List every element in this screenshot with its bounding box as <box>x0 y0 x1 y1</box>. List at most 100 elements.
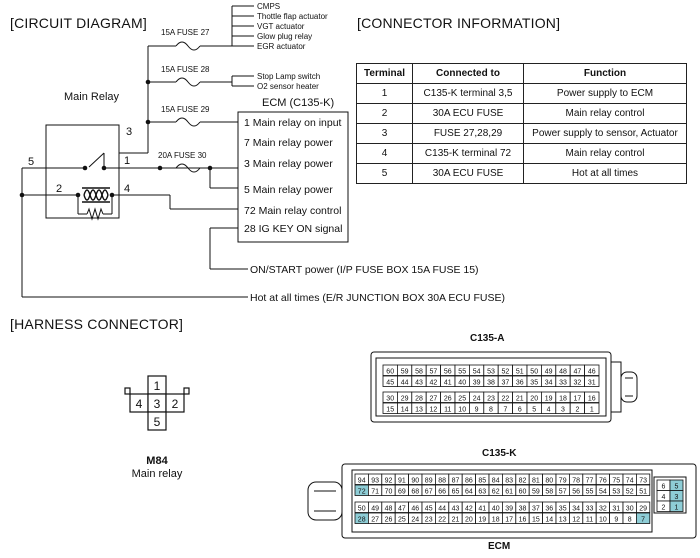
svg-text:21: 21 <box>516 395 524 402</box>
c135k-pin-54: 54 <box>595 484 611 496</box>
c135a-pin-37: 37 <box>497 375 513 387</box>
c135k-pin-66: 66 <box>434 484 450 496</box>
svg-text:36: 36 <box>516 379 524 386</box>
svg-text:26: 26 <box>385 516 393 523</box>
c135a-pin-27: 27 <box>425 391 442 403</box>
svg-text:59: 59 <box>401 368 409 375</box>
svg-text:32: 32 <box>599 505 607 512</box>
svg-text:66: 66 <box>438 488 446 495</box>
c135a-pin-39: 39 <box>469 375 485 387</box>
c135a-pin-43: 43 <box>411 375 427 387</box>
terminal-cell: 5 <box>356 163 413 184</box>
svg-text:38: 38 <box>519 505 527 512</box>
c135k-pin-42: 42 <box>461 501 476 513</box>
circuit-diagram: 15A FUSE 27 15A FUSE 28 15A FUSE 29 20A … <box>19 2 505 304</box>
c135a-pin-36: 36 <box>512 375 528 387</box>
svg-text:29: 29 <box>401 395 409 402</box>
svg-text:52: 52 <box>502 368 510 375</box>
svg-text:69: 69 <box>398 488 406 495</box>
svg-text:34: 34 <box>545 379 553 386</box>
c135k-pin-76: 76 <box>595 473 611 485</box>
c135k-pin-64: 64 <box>461 484 476 496</box>
connected-to-cell: C135-K terminal 72 <box>412 143 524 164</box>
c135k-pin-27: 27 <box>368 512 383 524</box>
svg-text:3: 3 <box>675 494 679 501</box>
m84-connector: 1 4 3 2 5 <box>124 375 190 431</box>
svg-text:71: 71 <box>371 488 379 495</box>
svg-text:58: 58 <box>545 488 553 495</box>
svg-text:68: 68 <box>411 488 419 495</box>
c135k-pin-24: 24 <box>408 512 423 524</box>
svg-text:60: 60 <box>519 488 527 495</box>
svg-text:22: 22 <box>502 395 510 402</box>
svg-text:14: 14 <box>545 516 553 523</box>
svg-text:14: 14 <box>401 406 409 413</box>
c135a-pin-49: 49 <box>540 364 557 376</box>
svg-text:52: 52 <box>626 488 634 495</box>
svg-text:90: 90 <box>411 477 419 484</box>
load-27-5: EGR actuator <box>257 42 306 51</box>
c135k-pin-78: 78 <box>568 473 584 485</box>
c135k-pin-91: 91 <box>394 473 409 485</box>
c135k-pin-33: 33 <box>582 501 597 513</box>
c135k-pin-53: 53 <box>609 484 624 496</box>
header-connected-to: Connected to <box>412 63 524 84</box>
svg-text:87: 87 <box>452 477 460 484</box>
svg-text:27: 27 <box>371 516 379 523</box>
svg-text:11: 11 <box>586 516 593 523</box>
svg-text:83: 83 <box>505 477 513 484</box>
c135k-pin-11: 11 <box>582 512 597 524</box>
table-row: 2 30A ECU FUSE Main relay control <box>356 103 687 124</box>
c135k-pin-44: 44 <box>434 501 450 513</box>
c135a-pin-13: 13 <box>411 402 427 414</box>
c135k-pin-12: 12 <box>568 512 584 524</box>
c135a-pin-50: 50 <box>526 364 542 376</box>
svg-text:94: 94 <box>358 477 366 484</box>
svg-text:60: 60 <box>386 368 394 375</box>
svg-text:1: 1 <box>590 406 594 413</box>
svg-text:54: 54 <box>599 488 607 495</box>
svg-text:4: 4 <box>547 406 551 413</box>
svg-text:59: 59 <box>532 488 540 495</box>
c135k-pin-47: 47 <box>394 501 409 513</box>
c135k-pin-52: 52 <box>622 484 637 496</box>
c135k-pin-80: 80 <box>542 473 557 485</box>
c135a-pin-56: 56 <box>440 364 456 376</box>
table-header-row: Terminal Connected to Function <box>356 63 687 84</box>
m84-pin-3: 3 <box>154 397 161 411</box>
svg-text:42: 42 <box>465 505 473 512</box>
c135a-pin-20: 20 <box>526 391 542 403</box>
svg-text:77: 77 <box>586 477 594 484</box>
c135k-pin-36: 36 <box>542 501 557 513</box>
c135k-pin-49: 49 <box>368 501 383 513</box>
svg-text:22: 22 <box>438 516 446 523</box>
c135k-pin-55: 55 <box>582 484 597 496</box>
c135a-pin-6: 6 <box>512 402 528 414</box>
svg-text:45: 45 <box>425 505 433 512</box>
c135a-pin-21: 21 <box>512 391 528 403</box>
svg-text:54: 54 <box>473 368 481 375</box>
svg-text:27: 27 <box>430 395 438 402</box>
fuse-28-label: 15A FUSE 28 <box>161 65 210 74</box>
load-27-4: Glow plug relay <box>257 32 312 41</box>
function-cell: Main relay control <box>523 143 687 164</box>
svg-text:58: 58 <box>415 368 423 375</box>
svg-text:56: 56 <box>444 368 452 375</box>
load-27-1: CMPS <box>257 2 280 11</box>
function-cell: Main relay control <box>523 103 687 124</box>
c135k-pin-19: 19 <box>475 512 490 524</box>
c135k-pin-46: 46 <box>408 501 423 513</box>
svg-text:78: 78 <box>572 477 580 484</box>
c135a-pin-11: 11 <box>440 402 456 414</box>
svg-text:33: 33 <box>559 379 567 386</box>
svg-text:20: 20 <box>465 516 473 523</box>
svg-text:53: 53 <box>612 488 620 495</box>
c135k-pin-48: 48 <box>381 501 396 513</box>
terminal-cell: 2 <box>356 103 413 124</box>
svg-text:6: 6 <box>662 483 666 490</box>
svg-text:46: 46 <box>588 368 596 375</box>
c135a-pin-55: 55 <box>454 364 470 376</box>
svg-text:8: 8 <box>628 516 632 523</box>
svg-text:32: 32 <box>574 379 582 386</box>
